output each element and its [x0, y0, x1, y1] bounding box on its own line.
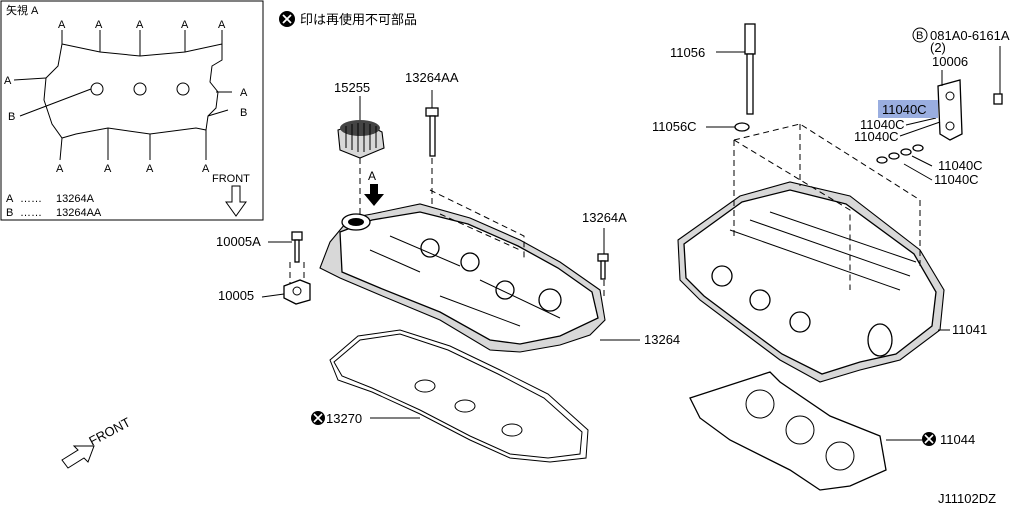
label-10005[interactable]: 10005: [218, 288, 254, 303]
label-11041[interactable]: 11041: [952, 322, 987, 337]
head-bolt-11056: [734, 23, 756, 132]
label-11040c-2[interactable]: 11040C: [860, 117, 905, 132]
seal-washers: [876, 144, 924, 164]
b-circle-letter: B: [916, 30, 923, 42]
label-081a0-qty: (2): [930, 40, 946, 55]
bracket-10006: [937, 79, 963, 141]
front-label: FRONT: [86, 414, 133, 448]
washer-11056c: [734, 122, 750, 132]
inset-front-label: FRONT: [212, 173, 250, 185]
inset-frame: [0, 0, 264, 221]
label-10006[interactable]: 10006: [932, 54, 968, 69]
legend-key-b: B: [6, 207, 13, 219]
front-indicator: FRONT: [61, 414, 133, 469]
legend-part-a: 13264A: [56, 193, 95, 205]
label-11056[interactable]: 11056: [670, 45, 705, 60]
label-11056c[interactable]: 11056C: [652, 119, 697, 134]
front-arrow-icon: [61, 445, 95, 469]
oil-filler-cap: [337, 120, 385, 159]
label-13270[interactable]: 13270: [326, 411, 362, 426]
legend-key-a: A: [6, 193, 14, 205]
label-10005a[interactable]: 10005A: [216, 234, 261, 249]
inset-view: 矢視 A A A A A A A A B B A A A A A …… 1326…: [0, 0, 264, 221]
note-text: 印は再使用不可部品: [300, 12, 417, 27]
label-11040c-4[interactable]: 11040C: [938, 158, 983, 173]
label-13264aa[interactable]: 13264AA: [405, 70, 459, 85]
inset-a-4: A: [181, 19, 189, 31]
highlight-11040c: [878, 100, 938, 118]
legend-dots-a: ……: [20, 193, 42, 205]
bracket-10005: [283, 279, 311, 305]
view-a-label: A: [368, 169, 376, 183]
label-13264a[interactable]: 13264A: [582, 210, 627, 225]
inset-cover-outline: [43, 43, 223, 139]
label-11044[interactable]: 11044: [940, 432, 975, 447]
label-081a0[interactable]: 081A0-6161A: [930, 28, 1010, 43]
b-circle-icon: [912, 27, 928, 43]
label-11040c-5[interactable]: 11040C: [934, 172, 979, 187]
diagram-code: J11102DZ: [938, 491, 996, 506]
inset-a-9: A: [104, 163, 112, 175]
label-13264[interactable]: 13264: [644, 332, 680, 347]
cylinder-head: [677, 181, 945, 383]
inset-a-7: A: [240, 87, 248, 99]
inset-title: 矢視 A: [6, 3, 39, 17]
inset-a-1: A: [58, 19, 66, 31]
label-11040c-3[interactable]: 11040C: [854, 129, 899, 144]
view-a-arrow-icon: [364, 184, 384, 206]
inset-a-5: A: [218, 19, 226, 31]
inset-front-arrow-icon: [225, 185, 247, 217]
inset-b-2: B: [8, 111, 15, 123]
cover-gasket: [329, 329, 589, 463]
inset-a-8: A: [56, 163, 64, 175]
inset-a-10: A: [146, 163, 154, 175]
inset-a-11: A: [202, 163, 210, 175]
note: 印は再使用不可部品: [279, 11, 417, 27]
head-gasket: [689, 371, 887, 491]
inset-a-6: A: [4, 75, 12, 87]
label-11040c-highlighted[interactable]: 11040C: [882, 102, 927, 117]
bolt-13264aa: [425, 90, 439, 206]
bolt-13264a: [597, 228, 609, 300]
bolt-081a0: [993, 46, 1003, 105]
legend-dots-b: ……: [20, 207, 42, 219]
legend-part-b: 13264AA: [56, 207, 102, 219]
inset-a-2: A: [95, 19, 103, 31]
inset-b-1: B: [240, 107, 247, 119]
label-15255[interactable]: 15255: [334, 80, 370, 95]
rocker-cover: [319, 203, 606, 353]
not-reusable-markers: B: [311, 27, 936, 446]
bolt-10005a: [291, 231, 303, 263]
inset-a-3: A: [136, 19, 144, 31]
